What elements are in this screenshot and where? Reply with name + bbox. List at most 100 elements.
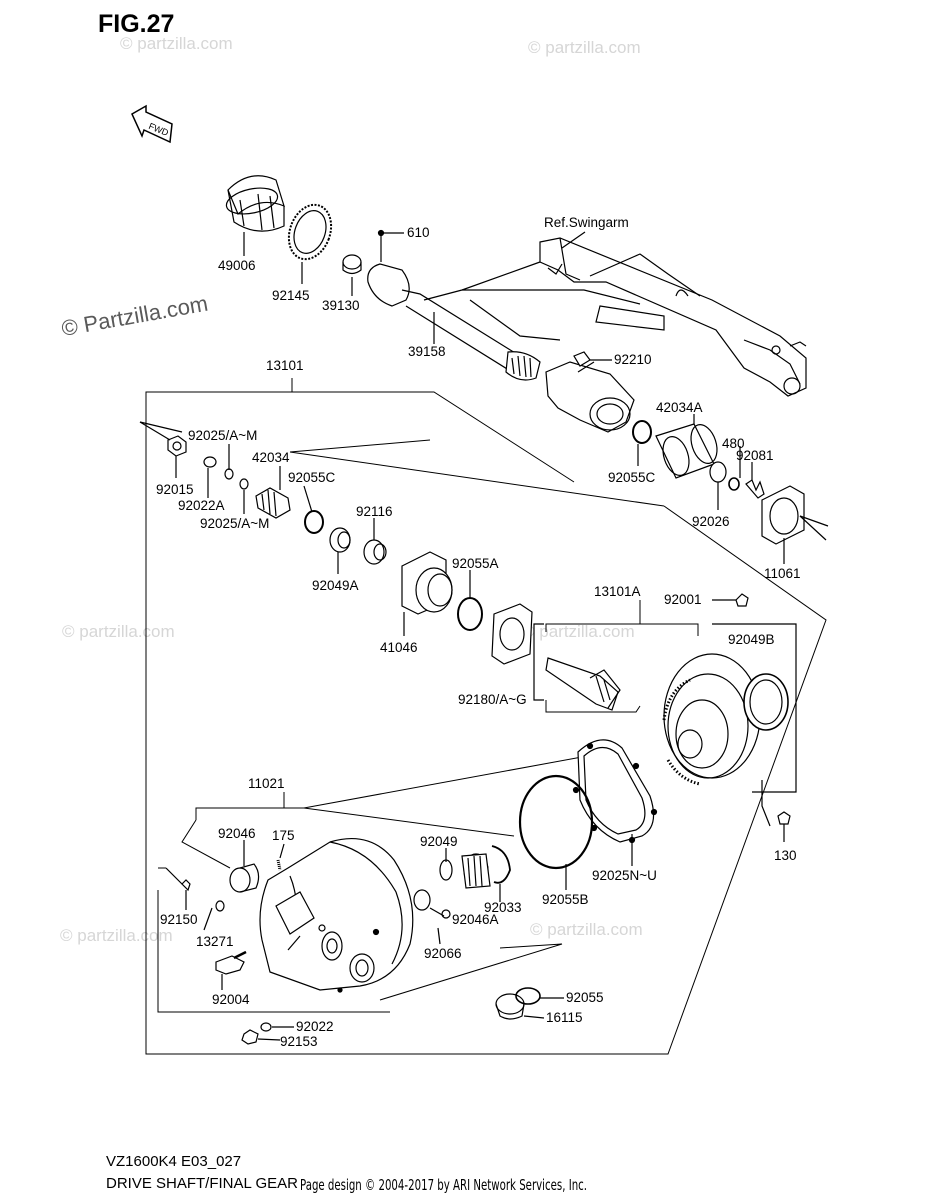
part-92049B-seal <box>712 623 797 793</box>
label-42034A: 42034A <box>656 400 703 415</box>
label-92116: 92116 <box>356 504 393 519</box>
part-92004-stud <box>215 950 247 990</box>
part-11061-gasket <box>761 485 829 564</box>
label-92049A: 92049A <box>312 578 359 593</box>
part-92025-shim-top <box>224 444 234 480</box>
part-92049A-bearing <box>329 527 351 574</box>
part-42034-pinion <box>255 466 291 519</box>
part-ring-gear <box>662 653 761 786</box>
label-92150: 92150 <box>160 912 198 927</box>
label-92049: 92049 <box>420 834 458 849</box>
part-92150-bolt <box>165 867 191 910</box>
watermark-top-right: © partzilla.com <box>528 38 641 57</box>
part-92022-washer <box>260 1022 294 1032</box>
label-175: 175 <box>272 828 295 843</box>
label-92046A: 92046A <box>452 912 499 927</box>
watermark-low-right: © partzilla.com <box>530 920 643 939</box>
part-11021-final-gear-case <box>259 838 414 993</box>
label-39130: 39130 <box>322 298 360 313</box>
part-92055-oring <box>515 987 564 1005</box>
section-name: DRIVE SHAFT/FINAL GEAR <box>106 1175 298 1192</box>
part-92049-bearing <box>439 848 491 889</box>
label-92066: 92066 <box>424 946 462 961</box>
part-92116-collar <box>363 518 387 565</box>
part-175-stud <box>276 843 285 871</box>
label-92055A: 92055A <box>452 556 499 571</box>
assembly-13101-frame <box>145 378 827 1055</box>
part-92066-plug <box>437 909 451 945</box>
label-92022A: 92022A <box>178 498 225 513</box>
label-41046: 41046 <box>380 640 418 655</box>
part-130-bolt <box>761 780 791 842</box>
label-ref-swingarm: Ref.Swingarm <box>544 215 629 230</box>
watermark-mid-right: © partzilla.com <box>522 622 635 641</box>
label-480: 480 <box>722 436 745 451</box>
part-final-gear-front-housing <box>545 361 635 433</box>
label-92025N: 92025N~U <box>592 868 657 883</box>
assembly-13101A-frame <box>545 600 699 713</box>
label-92055B: 92055B <box>542 892 589 907</box>
part-41046-housing <box>401 551 453 636</box>
watermark-low-left: © partzilla.com <box>60 926 173 945</box>
label-92046: 92046 <box>218 826 256 841</box>
part-92025N-gasket <box>572 739 658 866</box>
label-39158: 39158 <box>408 344 446 359</box>
label-92001: 92001 <box>664 592 702 607</box>
label-92145: 92145 <box>272 288 310 303</box>
part-92055C-oring-right <box>632 420 652 466</box>
watermark-top-left: © partzilla.com <box>120 34 233 53</box>
part-92025-shim-bottom <box>239 478 249 514</box>
part-42034A-tube <box>655 414 718 479</box>
part-92055A-oring <box>457 570 483 631</box>
assembly-11021-frame <box>157 749 621 1013</box>
label-92025-bottom: 92025/A~M <box>200 516 270 531</box>
part-92026-collar <box>709 461 727 510</box>
label-92015: 92015 <box>156 482 194 497</box>
part-92145-ring <box>287 203 333 284</box>
label-92210: 92210 <box>614 352 652 367</box>
label-92033: 92033 <box>484 900 522 915</box>
part-610-pin <box>377 229 404 262</box>
label-49006: 49006 <box>218 258 256 273</box>
figure-title: FIG.27 <box>98 10 175 38</box>
part-92033-circlip <box>491 845 511 902</box>
label-92026: 92026 <box>692 514 730 529</box>
label-92049B: 92049B <box>728 632 775 647</box>
model-code: VZ1600K4 E03_027 <box>106 1153 242 1170</box>
part-92015-nut <box>139 421 187 478</box>
label-92025-top: 92025/A~M <box>188 428 258 443</box>
part-92081-spring <box>745 462 765 499</box>
part-92055C-oring-left <box>303 485 324 534</box>
label-610: 610 <box>407 225 430 240</box>
part-92180-shim <box>491 603 544 701</box>
label-42034: 42034 <box>252 450 290 465</box>
part-16115-cap <box>495 993 545 1020</box>
label-130: 130 <box>774 848 797 863</box>
copyright-notice: Page design © 2004-2017 by ARI Network S… <box>300 1176 588 1194</box>
part-pinion-shaft <box>545 657 621 711</box>
part-92022A-washer <box>203 456 217 498</box>
label-13271: 13271 <box>196 934 234 949</box>
part-92055B-oring <box>518 774 594 890</box>
label-13101: 13101 <box>266 358 304 373</box>
label-11061: 11061 <box>764 566 801 581</box>
label-92055: 92055 <box>566 990 604 1005</box>
label-92055C-right: 92055C <box>608 470 656 485</box>
part-92046A-bearing <box>413 889 445 917</box>
part-92153-bolt <box>241 1029 281 1045</box>
part-92001-bolt <box>712 593 749 607</box>
part-13271-washer <box>203 900 225 931</box>
fwd-arrow-icon: FWD <box>131 104 173 144</box>
label-11021: 11021 <box>248 776 285 791</box>
swingarm-frame <box>423 231 807 397</box>
part-480-oring <box>728 446 741 491</box>
part-92210-bolt <box>573 351 612 367</box>
label-92180: 92180/A~G <box>458 692 527 707</box>
part-39158-driveshaft <box>367 263 541 381</box>
label-92081: 92081 <box>736 448 774 463</box>
part-49006-cover <box>225 175 285 256</box>
label-13101A: 13101A <box>594 584 641 599</box>
label-92153: 92153 <box>280 1034 318 1049</box>
